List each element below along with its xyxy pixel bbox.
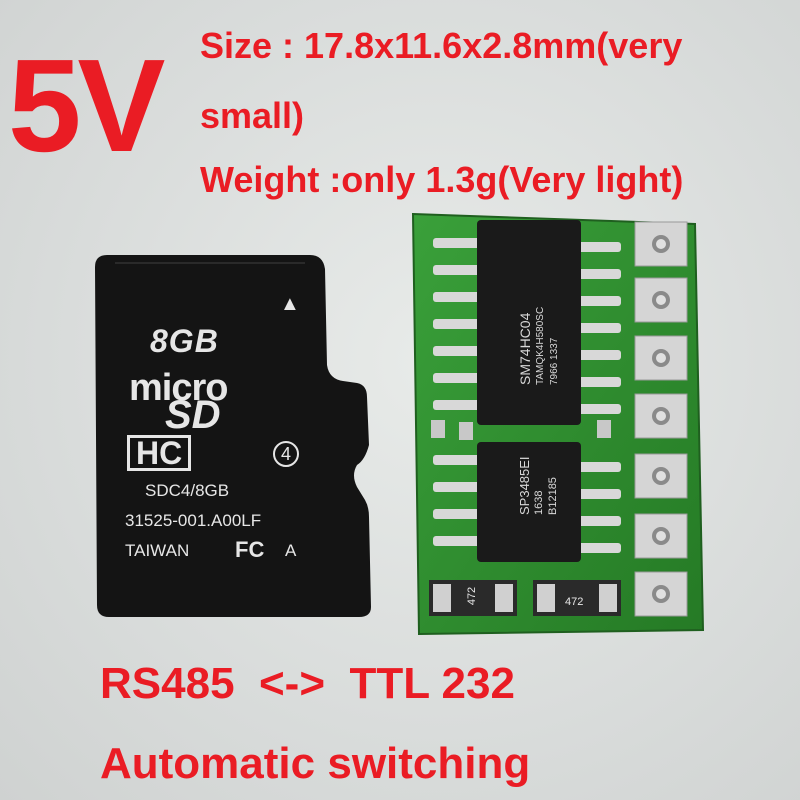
chip2-lot-code: 1638 (533, 490, 545, 515)
sd-type-hc: HC (127, 435, 192, 471)
weight-spec: Weight :only 1.3g(Very light) (200, 159, 684, 200)
voltage-label: 5V (8, 32, 165, 179)
resistor1-value: 472 (466, 586, 479, 606)
sd-origin: TAIWAN (125, 541, 190, 560)
sd-speed-class: 4 (273, 441, 299, 467)
sd-cert-suffix: A (285, 541, 297, 560)
resistor2-value: 472 (565, 596, 584, 608)
sd-capacity: 8GB (150, 323, 219, 359)
rs485-ttl-module: SM74HC04 TAMQK4H580SC 7966 1337 SP3485EI… (405, 210, 705, 635)
chip1-date-code: 7966 1337 (549, 337, 560, 385)
chip2-date-code: B12185 (547, 477, 559, 515)
microsd-card: ▲ 8GB micro SD HC 4 SDC4/8GB 31525-001.A… (95, 255, 385, 620)
chip1-part-number: SM74HC04 (517, 312, 533, 385)
sd-part-number: 31525-001.A00LF (125, 511, 262, 530)
conversion-label: RS485 <-> TTL 232 (100, 659, 515, 708)
sd-logo-sd: SD (165, 393, 221, 437)
sd-logo-micro: micro (129, 367, 228, 409)
size-spec-continued: small) (200, 95, 305, 136)
mode-label: Automatic switching (100, 739, 531, 788)
chip1-lot-code: TAMQK4H580SC (535, 306, 546, 385)
chip2-part-number: SP3485EI (517, 456, 532, 515)
sd-fcc-mark: FC (235, 537, 265, 562)
sd-model: SDC4/8GB (145, 481, 230, 500)
insert-direction-icon: ▲ (280, 293, 300, 315)
size-spec: Size : 17.8x11.6x2.8mm(very (200, 25, 683, 66)
